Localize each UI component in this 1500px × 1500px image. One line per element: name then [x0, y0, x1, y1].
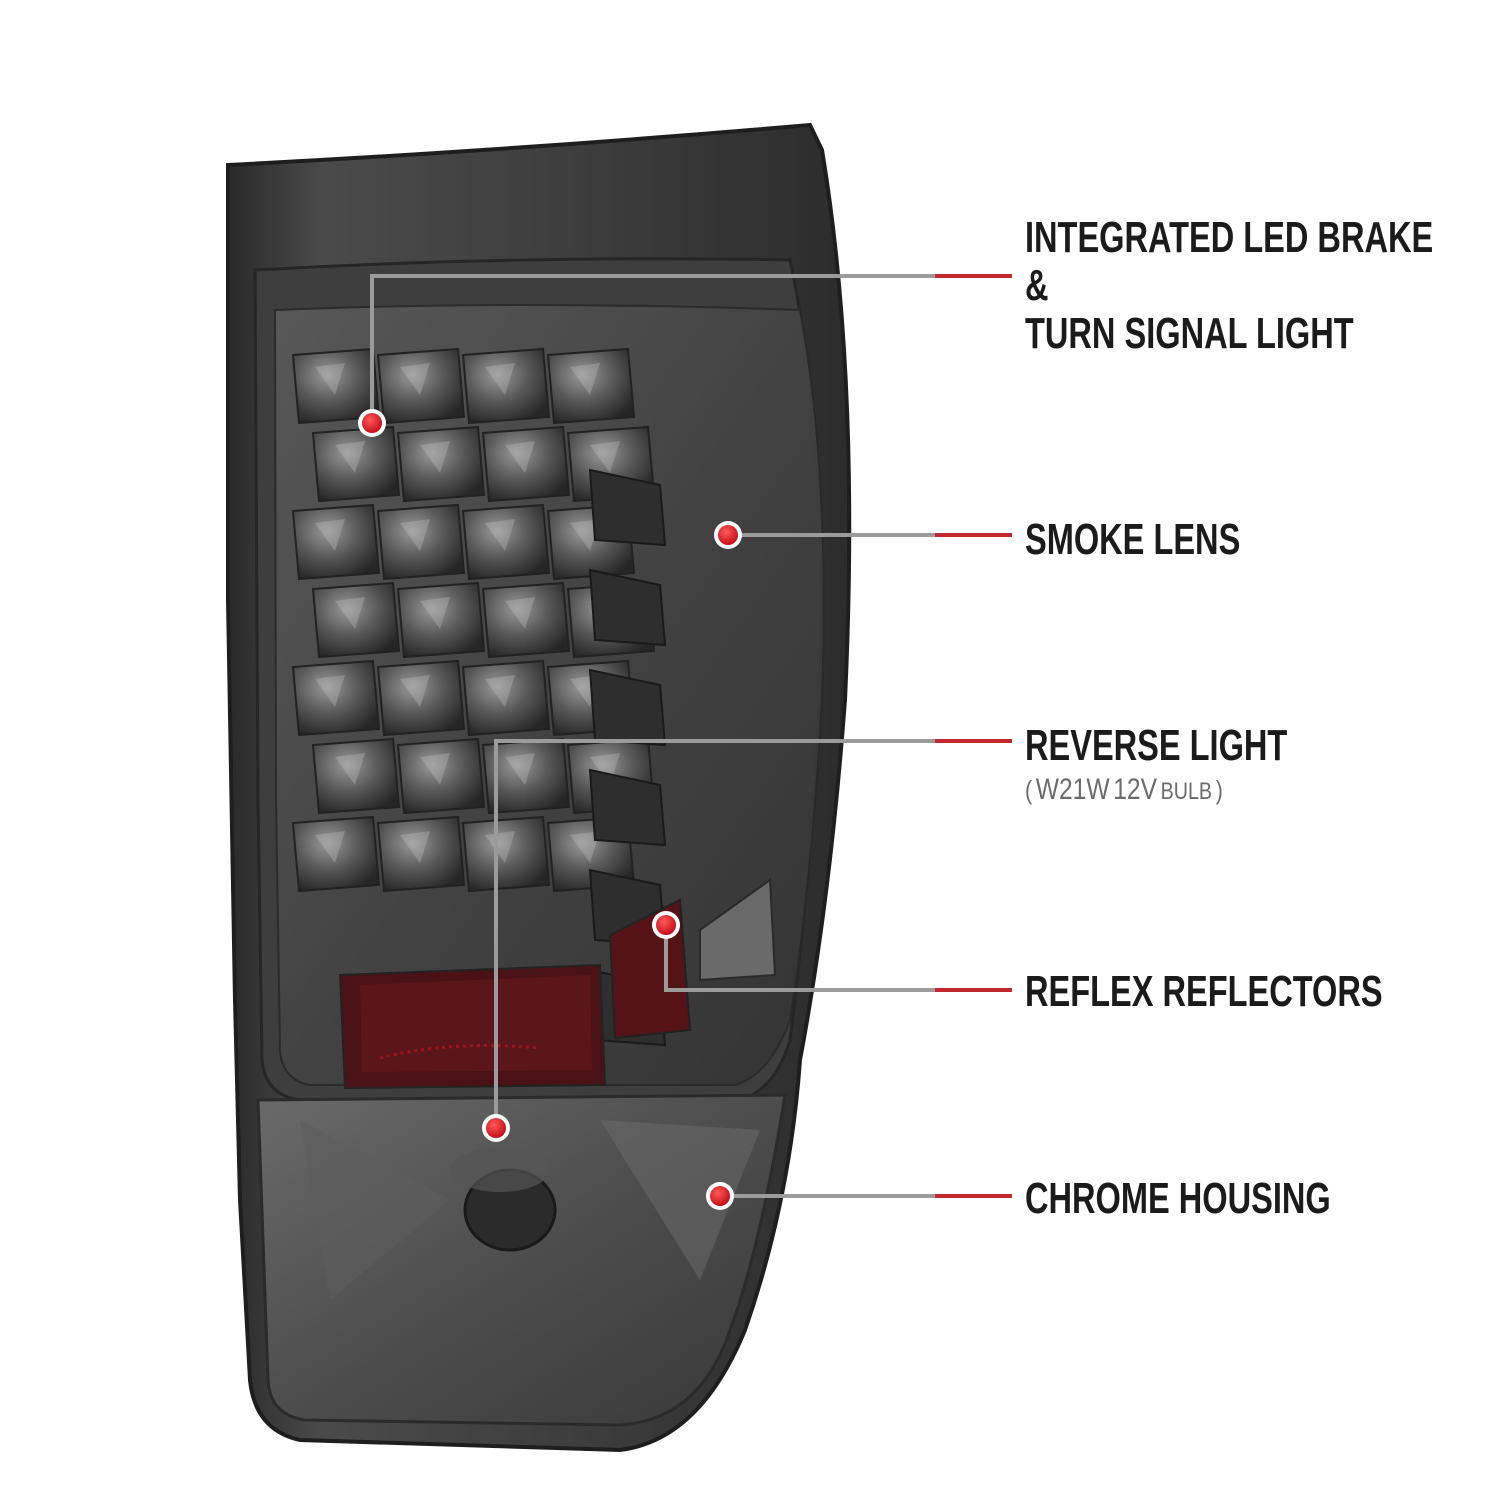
callout-dot-reflex: [652, 911, 680, 939]
callout-dot-reverse: [482, 1114, 510, 1142]
led-reflector-cup: [396, 581, 486, 659]
led-highlight: [400, 363, 430, 395]
led-highlight: [590, 441, 620, 473]
reflex-reflectors: [338, 878, 777, 1090]
callout-line-reflex: [664, 925, 1010, 992]
label-led-line-1: INTEGRATED LED BRAKE: [1025, 213, 1434, 262]
led-reflector-cup: [291, 815, 381, 893]
led-highlight: [485, 675, 515, 707]
led-highlight: [505, 753, 535, 785]
callout-line-reverse: [494, 739, 1010, 1128]
led-highlight: [570, 363, 600, 395]
paren-open: (: [1025, 775, 1033, 805]
led-highlight: [335, 597, 365, 629]
led-reflector-cup: [461, 503, 551, 581]
led-reflector-cup: [291, 503, 381, 581]
bulb-word: BULB: [1160, 778, 1213, 805]
label-chrome-housing: CHROME HOUSING: [1025, 1174, 1331, 1223]
callout-line-led: [370, 274, 1010, 423]
led-highlight: [420, 597, 450, 629]
bulb-type: W21W: [1035, 773, 1110, 806]
led-highlight: [400, 831, 430, 863]
led-reflector-cup: [311, 581, 401, 659]
led-reflector-cup: [461, 815, 551, 893]
led-highlight: [570, 831, 600, 863]
label-reflex-reflectors: REFLEX REFLECTORS: [1025, 967, 1383, 1016]
led-highlight: [315, 363, 345, 395]
led-highlight: [420, 441, 450, 473]
led-reflector-cup: [461, 659, 551, 737]
led-highlight: [315, 831, 345, 863]
callout-dot-smoke: [714, 521, 742, 549]
led-highlight: [315, 675, 345, 707]
led-highlight: [315, 519, 345, 551]
callout-lines: [358, 274, 1012, 1210]
reflector-fin: [588, 668, 667, 747]
label-led-line-3: TURN SIGNAL LIGHT: [1025, 309, 1354, 358]
reflector-fin: [588, 568, 667, 647]
reflector-fin: [588, 468, 667, 547]
led-reflector-cup: [376, 347, 466, 425]
led-reflector-cup: [396, 737, 486, 815]
led-reflector-cup: [481, 581, 571, 659]
reflector-fin: [588, 768, 667, 847]
led-reflector-cup: [461, 347, 551, 425]
led-reflector-cup: [546, 347, 636, 425]
led-reflector-cup: [376, 659, 466, 737]
led-highlight: [505, 597, 535, 629]
chrome-housing: [256, 1093, 787, 1427]
led-highlight: [485, 363, 515, 395]
led-highlight: [335, 753, 365, 785]
led-reflector-cup: [376, 503, 466, 581]
callout-dot-chrome: [706, 1182, 734, 1210]
led-highlight: [570, 519, 600, 551]
led-highlight: [505, 441, 535, 473]
led-highlight: [420, 753, 450, 785]
led-highlight: [335, 441, 365, 473]
led-reflector-cup: [291, 659, 381, 737]
paren-close: ): [1215, 775, 1223, 805]
led-reflector-cup: [481, 425, 571, 503]
led-reflector-cup: [311, 737, 401, 815]
bulb-voltage: 12V: [1113, 773, 1157, 806]
led-highlight: [400, 519, 430, 551]
led-reflector-cup: [396, 425, 486, 503]
label-reverse-bulb-detail: ( W21W 12V BULB ): [1025, 775, 1223, 805]
label-reverse-light: REVERSE LIGHT: [1025, 721, 1288, 770]
led-reflector-cup: [376, 815, 466, 893]
label-led-line-2: &: [1025, 261, 1049, 310]
led-highlight: [485, 831, 515, 863]
led-highlight: [400, 675, 430, 707]
led-highlight: [485, 519, 515, 551]
label-smoke-lens: SMOKE LENS: [1025, 515, 1241, 564]
led-array: [291, 347, 667, 1047]
callout-dot-led: [358, 409, 386, 437]
